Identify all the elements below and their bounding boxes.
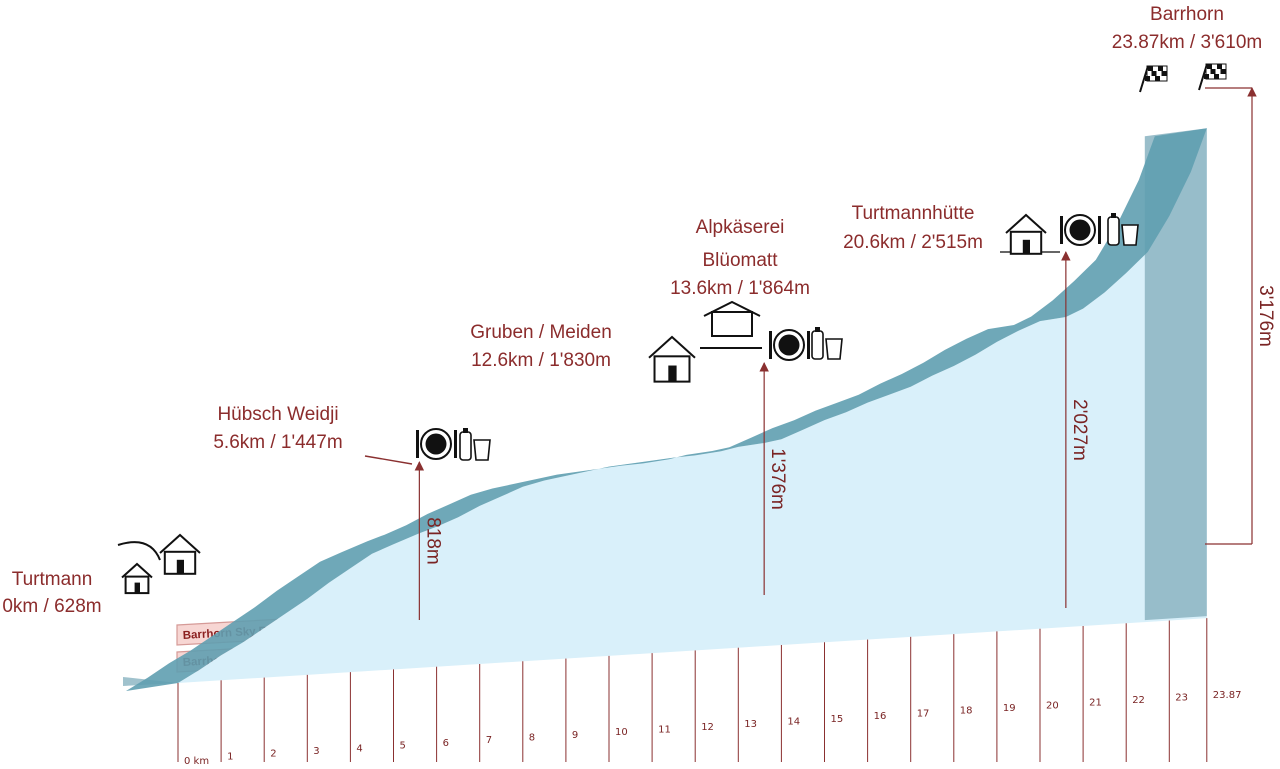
x-tick-label: 17	[917, 708, 930, 719]
gain-marker: 818m	[414, 461, 443, 620]
barn-icon	[700, 300, 762, 349]
x-tick-label: 15	[831, 714, 844, 725]
x-tick-label: 7	[486, 735, 492, 746]
x-tick-label: 21	[1089, 698, 1102, 709]
finish-flag-icon	[1198, 63, 1227, 91]
waypoint-name: Barrhorn	[1150, 4, 1224, 25]
waypoint-pointer	[364, 455, 413, 465]
waypoint-name: Hübsch Weidji	[217, 404, 338, 425]
waypoint-labels: Turtmann 0km / 628m Hübsch Weidji 5.6km / 1…	[2, 4, 1262, 617]
waypoint-label: Barrhorn 23.87km / 3'610m	[1112, 4, 1262, 53]
waypoint-distance-elevation: 20.6km / 2'515m	[843, 232, 983, 253]
waypoint-icons	[117, 63, 1227, 595]
x-tick-label: 18	[960, 706, 973, 717]
waypoint-label: Hübsch Weidji 5.6km / 1'447m	[213, 404, 342, 453]
waypoint-distance-elevation: 12.6km / 1'830m	[471, 350, 611, 371]
hut-icon	[1005, 213, 1047, 255]
profile-fill	[178, 128, 1207, 683]
x-tick-label: 20	[1046, 700, 1059, 711]
gain-marker: 3'176m	[1247, 87, 1276, 544]
waypoint-label: Gruben / Meiden 12.6km / 1'830m	[470, 322, 612, 371]
gain-marker: 1'376m	[759, 362, 788, 595]
drink-icon	[459, 428, 491, 461]
x-tick-label: 16	[874, 711, 887, 722]
x-tick-label: 22	[1132, 695, 1145, 706]
x-tick-label: 0 km	[184, 756, 209, 767]
waypoint-distance-elevation: 5.6km / 1'447m	[213, 432, 342, 453]
x-tick-label: 14	[787, 716, 800, 727]
profile-area	[123, 128, 1207, 691]
waypoint-name: Blüomatt	[703, 250, 779, 271]
x-tick-label: 9	[572, 730, 578, 741]
gain-label: 1'376m	[767, 448, 788, 510]
x-tick-label: 12	[701, 722, 714, 733]
waypoint-name: Gruben / Meiden	[470, 322, 612, 343]
house-icon	[648, 335, 696, 383]
gain-label: 2'027m	[1069, 399, 1090, 461]
x-tick-label: 1	[227, 751, 233, 762]
drink-icon	[1107, 213, 1139, 246]
waypoint-name: Alpkäserei	[696, 217, 785, 238]
road-icon	[117, 541, 161, 561]
waypoint-label: Turtmann 0km / 628m	[2, 569, 101, 617]
profile-ridge	[126, 128, 1207, 691]
x-tick-label: 6	[443, 738, 449, 749]
x-tick-label: 13	[744, 719, 757, 730]
x-tick-label: 3	[313, 746, 319, 757]
x-tick-label: 5	[400, 741, 406, 752]
waypoint-distance-elevation: 0km / 628m	[2, 596, 101, 617]
cutlery-icon	[1060, 214, 1101, 246]
gain-label: 818m	[422, 517, 443, 565]
x-tick-label: 2	[270, 749, 276, 760]
x-tick-label: 8	[529, 733, 535, 744]
waypoint-name: Turtmannhütte	[852, 203, 975, 224]
gain-label: 3'176m	[1255, 285, 1276, 347]
x-tick-label: 10	[615, 727, 628, 738]
profile-right-face	[1144, 128, 1207, 621]
x-tick-label: 23	[1175, 692, 1188, 703]
x-tick-label: 11	[658, 725, 671, 736]
waypoint-distance-elevation: 23.87km / 3'610m	[1112, 32, 1262, 53]
x-tick-label: 4	[356, 743, 362, 754]
waypoint-distance-elevation: 13.6km / 1'864m	[670, 278, 810, 299]
cutlery-icon	[769, 329, 810, 361]
drink-icon	[811, 327, 843, 360]
waypoint-label: Turtmannhütte 20.6km / 2'515m	[843, 203, 983, 253]
gain-markers: 818m 1'376m 2'027m 3'176m	[364, 87, 1276, 620]
x-tick-label: 23.87	[1213, 690, 1242, 701]
gain-marker: 2'027m	[1061, 251, 1090, 608]
waypoint-name: Turtmann	[12, 569, 93, 590]
cutlery-icon	[416, 428, 457, 460]
village-icon	[159, 533, 201, 575]
village-icon	[121, 562, 153, 595]
x-tick-label: 19	[1003, 703, 1016, 714]
finish-flag-icon	[1139, 65, 1168, 93]
